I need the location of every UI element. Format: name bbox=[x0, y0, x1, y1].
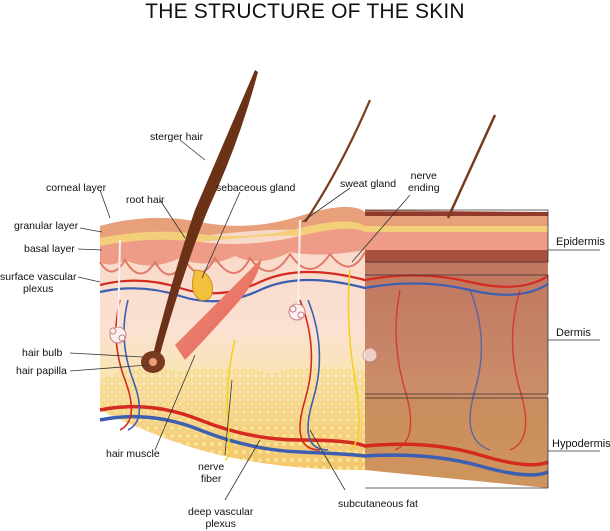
label-root-hair: root hair bbox=[126, 194, 165, 206]
label-sebaceous-gland: sebaceous gland bbox=[216, 182, 296, 194]
label-hair-papilla: hair papilla bbox=[16, 365, 67, 377]
sweat-gland-coil bbox=[109, 303, 378, 363]
label-epidermis: Epidermis bbox=[556, 236, 605, 248]
label-corneal-layer: corneal layer bbox=[46, 182, 107, 194]
label-subcutaneous-fat: subcutaneous fat bbox=[338, 498, 418, 510]
hair-shaft bbox=[152, 70, 258, 362]
hair-papilla-shape bbox=[149, 358, 157, 366]
label-sweat-gland: sweat gland bbox=[340, 178, 397, 190]
label-dermis: Dermis bbox=[556, 327, 591, 339]
label-hypodermis: Hypodermis bbox=[552, 438, 610, 450]
label-hair-bulb: hair bulb bbox=[22, 347, 63, 359]
deep-vein bbox=[99, 414, 549, 477]
subcutaneous-fat-area bbox=[100, 366, 365, 470]
deep-artery bbox=[99, 404, 549, 467]
label-basal-layer: basal layer bbox=[24, 243, 75, 255]
label-hair-muscle: hair muscle bbox=[106, 448, 160, 460]
hair-muscle-shape bbox=[175, 258, 262, 360]
label-sterger-hair: sterger hair bbox=[150, 131, 204, 143]
sebaceous-gland-shape bbox=[191, 269, 213, 301]
label-granular-layer: granular layer bbox=[14, 220, 79, 232]
leader-lines bbox=[69, 139, 600, 501]
diagram-title: THE STRUCTURE OF THE SKIN bbox=[145, 0, 465, 23]
